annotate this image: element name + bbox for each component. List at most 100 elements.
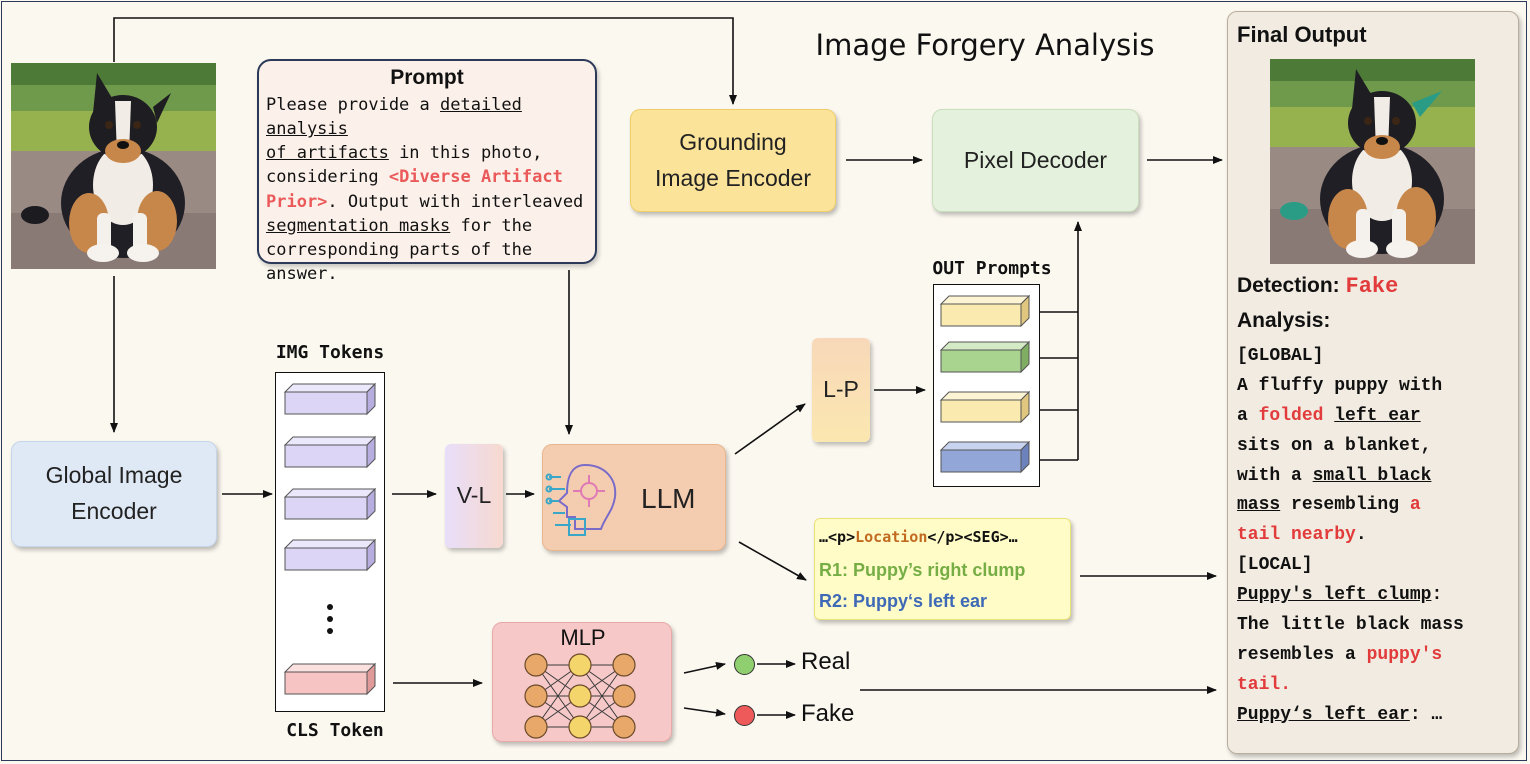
detection-value: Fake	[1345, 274, 1399, 299]
global-line2-underline: left ear	[1334, 405, 1421, 426]
local-line5: Puppy‘s left ear: …	[1237, 701, 1464, 731]
seg-r2: R2: Puppy‘s left ear	[819, 591, 988, 611]
local-line4: tail.	[1237, 671, 1464, 701]
local-line5-underline: Puppy‘s left ear	[1237, 704, 1410, 725]
seg-line1: …<p>Location</p><SEG>…	[819, 528, 1018, 546]
local-line5-b: : …	[1409, 704, 1443, 725]
lp-label: L-P	[823, 376, 859, 403]
fake-label: Fake	[801, 700, 855, 727]
input-image	[11, 63, 216, 269]
global-line2-a: a	[1237, 405, 1259, 426]
global-line5: mass resembling a	[1237, 491, 1464, 521]
arrow-image-to-grounding	[113, 17, 737, 105]
img-token	[283, 382, 377, 416]
img-token	[283, 435, 377, 469]
cls-token-label: CLS Token	[286, 720, 384, 741]
out-prompts-label: OUT Prompts	[932, 258, 1052, 279]
cls-token	[283, 662, 377, 696]
img-token	[283, 538, 377, 572]
local-line3-a: resembles a	[1237, 644, 1367, 665]
prompt-line1-a: Please provide a	[266, 95, 440, 115]
local-line3: resembles a puppy's	[1237, 641, 1464, 671]
fake-indicator-dot	[734, 705, 755, 726]
prompt-heading: Prompt	[390, 66, 464, 89]
arrow-llm-to-lp	[734, 403, 806, 455]
pixel-decoder-label: Pixel Decoder	[963, 146, 1108, 173]
pixel-decoder-box: Pixel Decoder	[932, 109, 1139, 212]
out-prompt-stack	[939, 294, 1031, 474]
local-line4-red: tail.	[1237, 674, 1292, 695]
prompt-line5-b: for the	[450, 215, 533, 236]
arrow-llm-to-seg	[738, 541, 807, 581]
global-encoder-box: Global Image Encoder	[11, 441, 217, 547]
global-line2: a folded left ear	[1237, 402, 1464, 432]
global-line5-b: resembling	[1280, 495, 1410, 516]
prompt-line2-b: in this photo,	[388, 143, 543, 164]
global-line6-red: tail nearby	[1237, 525, 1356, 546]
mlp-label: MLP	[560, 625, 606, 650]
global-line5-red: a	[1409, 495, 1421, 516]
real-indicator-dot	[734, 654, 755, 675]
puppy-image-icon	[11, 63, 216, 269]
img-token	[283, 487, 377, 521]
prompt-line4-b: . Output with interleaved	[327, 191, 584, 212]
detection-row: Detection: Fake	[1237, 274, 1398, 299]
prompt-line3-red: <Diverse Artifact	[388, 167, 563, 188]
out-prompt-token	[939, 294, 1031, 328]
local-line3-red: puppy's	[1366, 644, 1443, 665]
grounding-encoder-label: Grounding Image Encoder	[655, 128, 811, 191]
prompt-line3-a: considering	[266, 167, 389, 188]
local-tag: [LOCAL]	[1237, 555, 1313, 576]
prompt-line1-underline: detailed analysis	[266, 95, 522, 140]
prompt-line7: answer.	[266, 263, 338, 284]
global-line1: A fluffy puppy with	[1237, 375, 1443, 396]
neural-network-icon	[524, 653, 636, 739]
global-tag: [GLOBAL]	[1237, 346, 1324, 366]
prompt-line6: corresponding parts of the	[266, 239, 533, 260]
global-line4-a: with a	[1237, 465, 1313, 486]
global-line5-underline: mass	[1237, 495, 1281, 516]
global-line3: sits on a blanket,	[1237, 435, 1432, 456]
llm-label: LLM	[641, 483, 696, 514]
token-stack	[283, 382, 377, 696]
prompt-line4-red: Prior>	[266, 191, 328, 212]
seg-r1: R1: Puppy’s right clump	[819, 560, 1026, 580]
local-line1: Puppy's left clump:	[1237, 581, 1464, 611]
diagram-title: Image Forgery Analysis	[815, 28, 1155, 62]
lp-projector: L-P	[812, 338, 870, 442]
analysis-label: Analysis:	[1237, 309, 1331, 332]
global-line2-red: folded	[1258, 405, 1324, 426]
global-line6: tail nearby.	[1237, 521, 1464, 551]
global-encoder-label: Global Image Encoder	[45, 462, 183, 524]
prompt-line5-underline: segmentation masks	[266, 215, 451, 236]
llm-box: LLM	[542, 444, 726, 551]
real-label: Real	[801, 648, 851, 675]
global-line4-underline: small black	[1312, 465, 1432, 486]
analysis-text: [GLOBAL] A fluffy puppy with a folded le…	[1237, 342, 1464, 730]
masked-puppy-image-icon	[1270, 59, 1475, 264]
arrow-mlp-to-real	[683, 662, 726, 674]
arrow-out-to-pixel	[1031, 222, 1078, 461]
local-line1-b: :	[1431, 585, 1443, 605]
arrow-mlp-to-fake	[683, 707, 726, 717]
out-prompt-token	[939, 390, 1031, 424]
global-line4: with a small black	[1237, 462, 1464, 492]
seg-line1-a: …<p>	[819, 528, 856, 546]
output-mask-image	[1270, 59, 1475, 264]
prompt-line2-underline: of artifacts	[266, 143, 389, 164]
vl-label: V-L	[456, 482, 492, 509]
prompt-text: Please provide a detailed analysis of ar…	[266, 93, 596, 286]
mlp-box: MLP	[492, 622, 672, 742]
img-tokens-label: IMG Tokens	[275, 342, 385, 363]
grounding-encoder-box: Grounding Image Encoder	[630, 109, 836, 212]
vl-projector: V-L	[445, 444, 503, 548]
prompt-box: Prompt Please provide a detailed analysi…	[257, 59, 597, 284]
ellipsis-dots	[327, 604, 333, 634]
global-line2-b	[1323, 406, 1334, 426]
final-output-panel: Final Output	[1227, 11, 1519, 754]
ai-brain-icon	[545, 463, 617, 536]
global-line6-b: .	[1355, 525, 1367, 546]
